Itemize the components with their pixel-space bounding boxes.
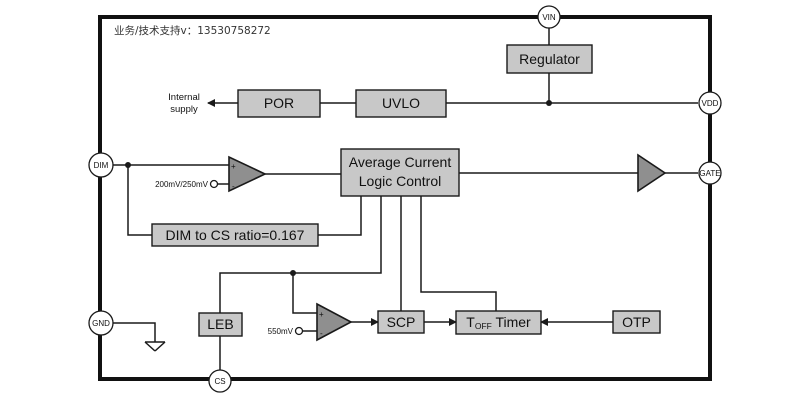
por-block: POR xyxy=(237,89,321,118)
dim-reference-label: 200mV/250mV xyxy=(155,180,209,189)
svg-text:-: - xyxy=(320,329,323,338)
cs-comparator: + - xyxy=(316,302,353,342)
logic-control-block: Average Current Logic Control xyxy=(340,148,460,197)
wire-ratio-logic xyxy=(318,196,362,236)
wire-gnd xyxy=(113,322,156,342)
svg-text:CS: CS xyxy=(214,377,225,386)
support-note: 业务/技术支持v：13530758272 xyxy=(114,24,271,37)
internal-supply-label-2: supply xyxy=(170,104,198,115)
svg-text:LEB: LEB xyxy=(207,316,233,332)
wire-logic-toff xyxy=(420,196,497,311)
svg-text:POR: POR xyxy=(264,95,294,111)
dim-ratio-block: DIM to CS ratio=0.167 xyxy=(151,223,319,247)
pin-cs: CS xyxy=(208,369,232,393)
dim-comparator: + - xyxy=(228,155,267,193)
otp-block: OTP xyxy=(612,310,661,334)
junction-cs xyxy=(290,270,296,276)
wire-logic-leb xyxy=(219,196,382,313)
svg-text:VDD: VDD xyxy=(702,99,719,108)
wire-dim-ratio xyxy=(127,165,152,236)
svg-text:SCP: SCP xyxy=(387,314,416,330)
svg-text:UVLO: UVLO xyxy=(382,95,420,111)
toff-timer-block: TOFF Timer xyxy=(455,310,542,335)
svg-text:Logic Control: Logic Control xyxy=(359,173,442,189)
pin-dim: DIM xyxy=(88,152,114,178)
ref-source-dim xyxy=(209,179,219,189)
scp-block: SCP xyxy=(377,310,425,334)
svg-text:DIM to CS ratio=0.167: DIM to CS ratio=0.167 xyxy=(166,227,305,243)
regulator-block: Regulator xyxy=(506,44,593,74)
ref-source-cs xyxy=(294,326,304,336)
svg-text:TOFF Timer: TOFF Timer xyxy=(466,314,531,331)
svg-text:OTP: OTP xyxy=(622,314,651,330)
chip-outline xyxy=(98,15,712,381)
svg-text:Average Current: Average Current xyxy=(349,154,452,170)
pin-gate: GATE xyxy=(698,161,722,185)
junction-dim xyxy=(125,162,131,168)
svg-text:GATE: GATE xyxy=(699,169,720,178)
internal-supply-label-1: Internal xyxy=(168,92,200,103)
svg-text:-: - xyxy=(232,182,235,191)
gate-driver xyxy=(637,153,667,193)
pin-vdd: VDD xyxy=(698,91,722,115)
svg-text:+: + xyxy=(231,162,236,171)
pin-gnd: GND xyxy=(88,310,114,336)
svg-text:DIM: DIM xyxy=(94,161,109,170)
cs-reference-label: 550mV xyxy=(268,327,294,336)
svg-text:Regulator: Regulator xyxy=(519,51,580,67)
junction-vdd xyxy=(546,100,552,106)
svg-text:VIN: VIN xyxy=(542,13,556,22)
leb-block: LEB xyxy=(198,312,243,337)
svg-text:GND: GND xyxy=(92,319,110,328)
pin-vin: VIN xyxy=(537,5,561,29)
ground-icon xyxy=(144,341,166,352)
wire-cs-comparator xyxy=(292,273,317,314)
svg-text:+: + xyxy=(319,310,324,319)
uvlo-block: UVLO xyxy=(355,89,447,118)
